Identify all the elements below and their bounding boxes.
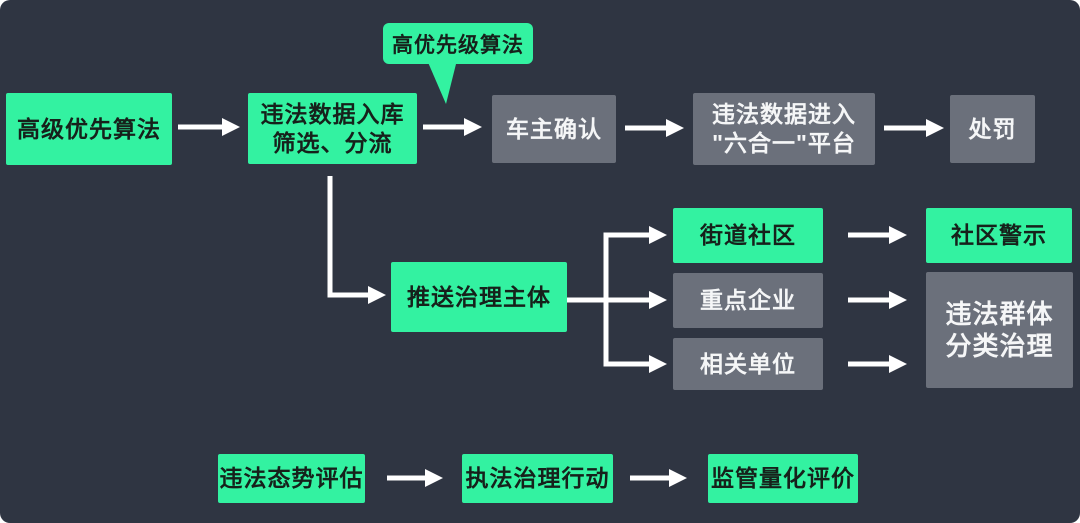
arrow-unit-to-governance: [848, 355, 907, 373]
branch-trunk: [567, 226, 667, 373]
arrow-push-to-unit: [649, 355, 667, 373]
arrow-enterprise-to-governance: [848, 291, 907, 309]
node-push-governance-subject: 推送治理主体: [391, 262, 567, 332]
node-advanced-priority-algorithm: 高级优先算法: [6, 93, 172, 165]
arrow-push-to-enterprise: [649, 291, 667, 309]
node-related-unit: 相关单位: [673, 338, 823, 390]
node-owner-confirmation: 车主确认: [492, 95, 616, 163]
node-key-enterprise: 重点企业: [673, 273, 823, 328]
callout-tail: [427, 60, 457, 104]
arrow-owner-to-platform: [625, 119, 684, 137]
node-six-in-one-platform: 违法数据进入 "六合一"平台: [693, 93, 875, 165]
arrow-intake-to-owner: [423, 118, 482, 136]
arrow-advanced-to-intake: [178, 118, 240, 136]
arrow-action-to-eval: [630, 469, 687, 487]
node-street-community: 街道社区: [673, 208, 823, 263]
arrow-street-to-warning: [848, 226, 907, 244]
node-group-classified-governance: 违法群体 分类治理: [926, 272, 1073, 388]
arrow-platform-to-punish: [884, 119, 944, 137]
callout-high-priority-algorithm: 高优先级算法: [383, 23, 533, 64]
node-situation-assessment: 违法态势评估: [218, 454, 365, 503]
node-illegal-data-intake: 违法数据入库 筛选、分流: [248, 93, 417, 164]
arrow-intake-to-push: [327, 176, 386, 304]
node-community-warning: 社区警示: [926, 208, 1072, 263]
node-punishment: 处罚: [950, 95, 1035, 163]
arrow-assess-to-action: [387, 469, 443, 487]
node-quantified-evaluation: 监管量化评价: [708, 454, 858, 503]
node-enforcement-action: 执法治理行动: [462, 454, 613, 503]
arrow-push-to-street: [649, 226, 667, 244]
